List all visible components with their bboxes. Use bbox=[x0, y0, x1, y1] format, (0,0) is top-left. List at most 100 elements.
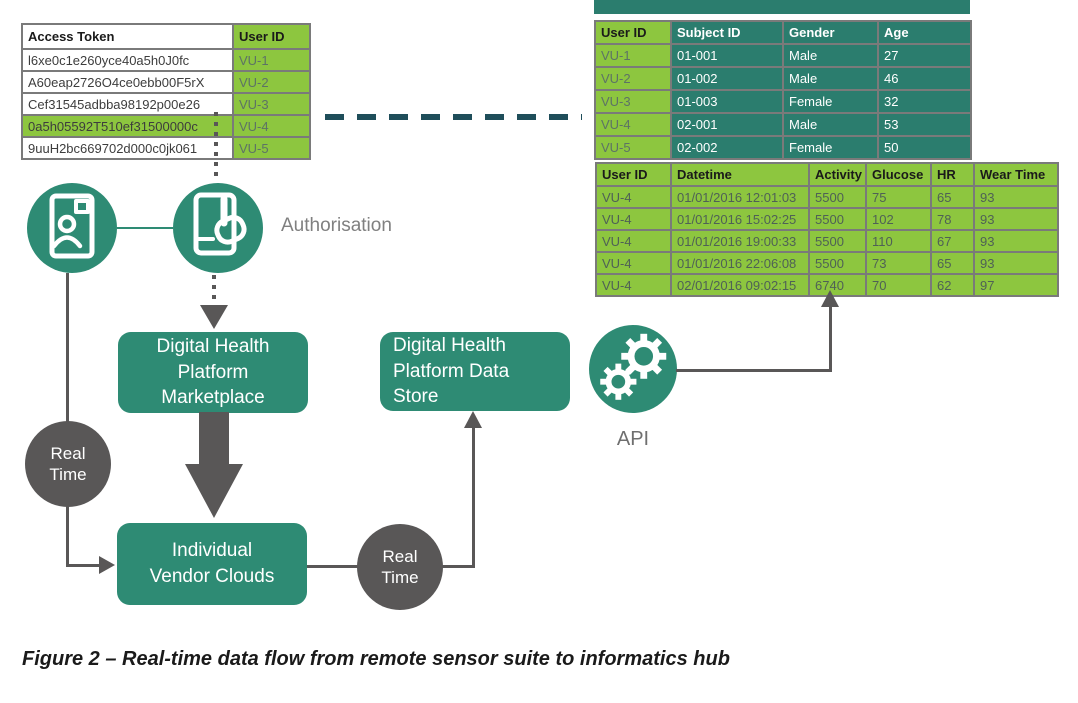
table-cell: 65 bbox=[930, 185, 975, 209]
box-vendor-clouds: Individual Vendor Clouds bbox=[117, 523, 307, 605]
table-header-row: User ID Datetime Activity Glucose HR Wea… bbox=[595, 162, 1059, 187]
readings-table: User ID Datetime Activity Glucose HR Wea… bbox=[595, 162, 1059, 297]
table-cell: 73 bbox=[865, 251, 932, 275]
table-cell: VU-4 bbox=[595, 207, 672, 231]
thick-arrow-shaft bbox=[199, 412, 229, 466]
table-cell: l6xe0c1e260yce40a5h0J0fc bbox=[21, 48, 234, 72]
arrowhead-right-icon bbox=[99, 556, 115, 574]
table-cell: Male bbox=[782, 66, 879, 91]
dotted-connector-auth-to-marketplace bbox=[212, 275, 216, 305]
table-row: VU-4 02-001 Male 53 bbox=[594, 112, 972, 137]
table-cell: VU-3 bbox=[594, 89, 672, 114]
subject-table: User ID Subject ID Gender Age VU-1 01-00… bbox=[594, 20, 972, 160]
box-marketplace: Digital Health Platform Marketplace bbox=[118, 332, 308, 413]
table-cell: 32 bbox=[877, 89, 972, 114]
table-cell: 01/01/2016 22:06:08 bbox=[670, 251, 810, 275]
box-data-store: Digital Health Platform Data Store bbox=[380, 332, 570, 411]
real-time-badge-1: Real Time bbox=[25, 421, 111, 507]
column-header: Age bbox=[877, 20, 972, 45]
table-cell: VU-2 bbox=[232, 70, 311, 94]
arrowhead-up-icon bbox=[464, 411, 482, 428]
connector-profile-to-realtime bbox=[66, 273, 69, 422]
table-cell: 93 bbox=[973, 185, 1059, 209]
table-cell: 50 bbox=[877, 135, 972, 160]
dotted-connector-token-to-auth bbox=[214, 112, 218, 180]
table-header-row: Access Token User ID bbox=[21, 23, 311, 50]
table-row: VU-3 01-003 Female 32 bbox=[594, 89, 972, 114]
table-cell: 01-002 bbox=[670, 66, 784, 91]
thick-arrow-head-icon bbox=[185, 464, 243, 518]
user-profile-circle bbox=[27, 183, 117, 273]
table-cell: 93 bbox=[973, 229, 1059, 253]
connector-api-right bbox=[676, 369, 832, 372]
table-cell: VU-4 bbox=[595, 229, 672, 253]
connector-vendor-to-realtime bbox=[307, 565, 358, 568]
table-cell: 5500 bbox=[808, 185, 867, 209]
table-cell: 5500 bbox=[808, 207, 867, 231]
api-gears-icon bbox=[600, 333, 667, 400]
column-header: Subject ID bbox=[670, 20, 784, 45]
connector-up-to-datastore bbox=[472, 427, 475, 568]
connector-realtime-down bbox=[66, 506, 69, 566]
table-cell: 01-003 bbox=[670, 89, 784, 114]
table-row: Cef31545adbba98192p00e26 VU-3 bbox=[21, 92, 311, 116]
table-cell: 97 bbox=[973, 273, 1059, 297]
table-cell: VU-5 bbox=[594, 135, 672, 160]
tablet-touch-icon bbox=[193, 192, 247, 256]
table-cell: 02-002 bbox=[670, 135, 784, 160]
table-cell: 5500 bbox=[808, 251, 867, 275]
table-row: l6xe0c1e260yce40a5h0J0fc VU-1 bbox=[21, 48, 311, 72]
table-cell: A60eap2726O4ce0ebb00F5rX bbox=[21, 70, 234, 94]
column-header: Glucose bbox=[865, 162, 932, 187]
column-header: Gender bbox=[782, 20, 879, 45]
column-header: Access Token bbox=[21, 23, 234, 50]
table-top-strip bbox=[594, 0, 970, 14]
table-cell: 53 bbox=[877, 112, 972, 137]
table-cell: VU-1 bbox=[232, 48, 311, 72]
table-cell: 67 bbox=[930, 229, 975, 253]
table-cell: 27 bbox=[877, 43, 972, 68]
table-header-row: User ID Subject ID Gender Age bbox=[594, 20, 972, 45]
table-cell: 02/01/2016 09:02:15 bbox=[670, 273, 810, 297]
table-cell: Female bbox=[782, 135, 879, 160]
table-row: VU-4 02/01/2016 09:02:15 6740 70 62 97 bbox=[595, 273, 1059, 297]
arrowhead-down-icon bbox=[200, 305, 228, 329]
table-cell: VU-4 bbox=[595, 185, 672, 209]
table-cell: 02-001 bbox=[670, 112, 784, 137]
connector-into-vendor-clouds bbox=[66, 564, 99, 567]
dashed-connector bbox=[325, 114, 582, 120]
table-row: VU-4 01/01/2016 22:06:08 5500 73 65 93 bbox=[595, 251, 1059, 275]
table-cell: VU-5 bbox=[232, 136, 311, 160]
connector-circles bbox=[117, 227, 173, 229]
column-header: Activity bbox=[808, 162, 867, 187]
table-cell: Female bbox=[782, 89, 879, 114]
table-cell: Male bbox=[782, 112, 879, 137]
contact-card-icon bbox=[49, 193, 95, 259]
table-cell: VU-4 bbox=[595, 251, 672, 275]
api-circle bbox=[589, 325, 677, 413]
arrowhead-up-icon bbox=[821, 290, 839, 307]
table-row: VU-5 02-002 Female 50 bbox=[594, 135, 972, 160]
table-cell: 62 bbox=[930, 273, 975, 297]
column-header: User ID bbox=[595, 162, 672, 187]
connector-up-to-readings bbox=[829, 306, 832, 372]
table-row: VU-1 01-001 Male 27 bbox=[594, 43, 972, 68]
table-cell: Male bbox=[782, 43, 879, 68]
table-cell: 75 bbox=[865, 185, 932, 209]
table-cell: 01-001 bbox=[670, 43, 784, 68]
access-token-table: Access Token User ID l6xe0c1e260yce40a5h… bbox=[21, 23, 311, 160]
table-cell: 46 bbox=[877, 66, 972, 91]
authorisation-label: Authorisation bbox=[281, 215, 392, 236]
table-cell: 9uuH2bc669702d000c0jk061 bbox=[21, 136, 234, 160]
table-cell: 102 bbox=[865, 207, 932, 231]
real-time-badge-2: Real Time bbox=[357, 524, 443, 610]
table-cell: VU-4 bbox=[594, 112, 672, 137]
table-cell: 5500 bbox=[808, 229, 867, 253]
table-row: VU-4 01/01/2016 12:01:03 5500 75 65 93 bbox=[595, 185, 1059, 209]
table-cell: 01/01/2016 19:00:33 bbox=[670, 229, 810, 253]
table-cell: VU-2 bbox=[594, 66, 672, 91]
table-cell: VU-4 bbox=[595, 273, 672, 297]
table-row: VU-4 01/01/2016 15:02:25 5500 102 78 93 bbox=[595, 207, 1059, 231]
table-row: VU-4 01/01/2016 19:00:33 5500 110 67 93 bbox=[595, 229, 1059, 253]
